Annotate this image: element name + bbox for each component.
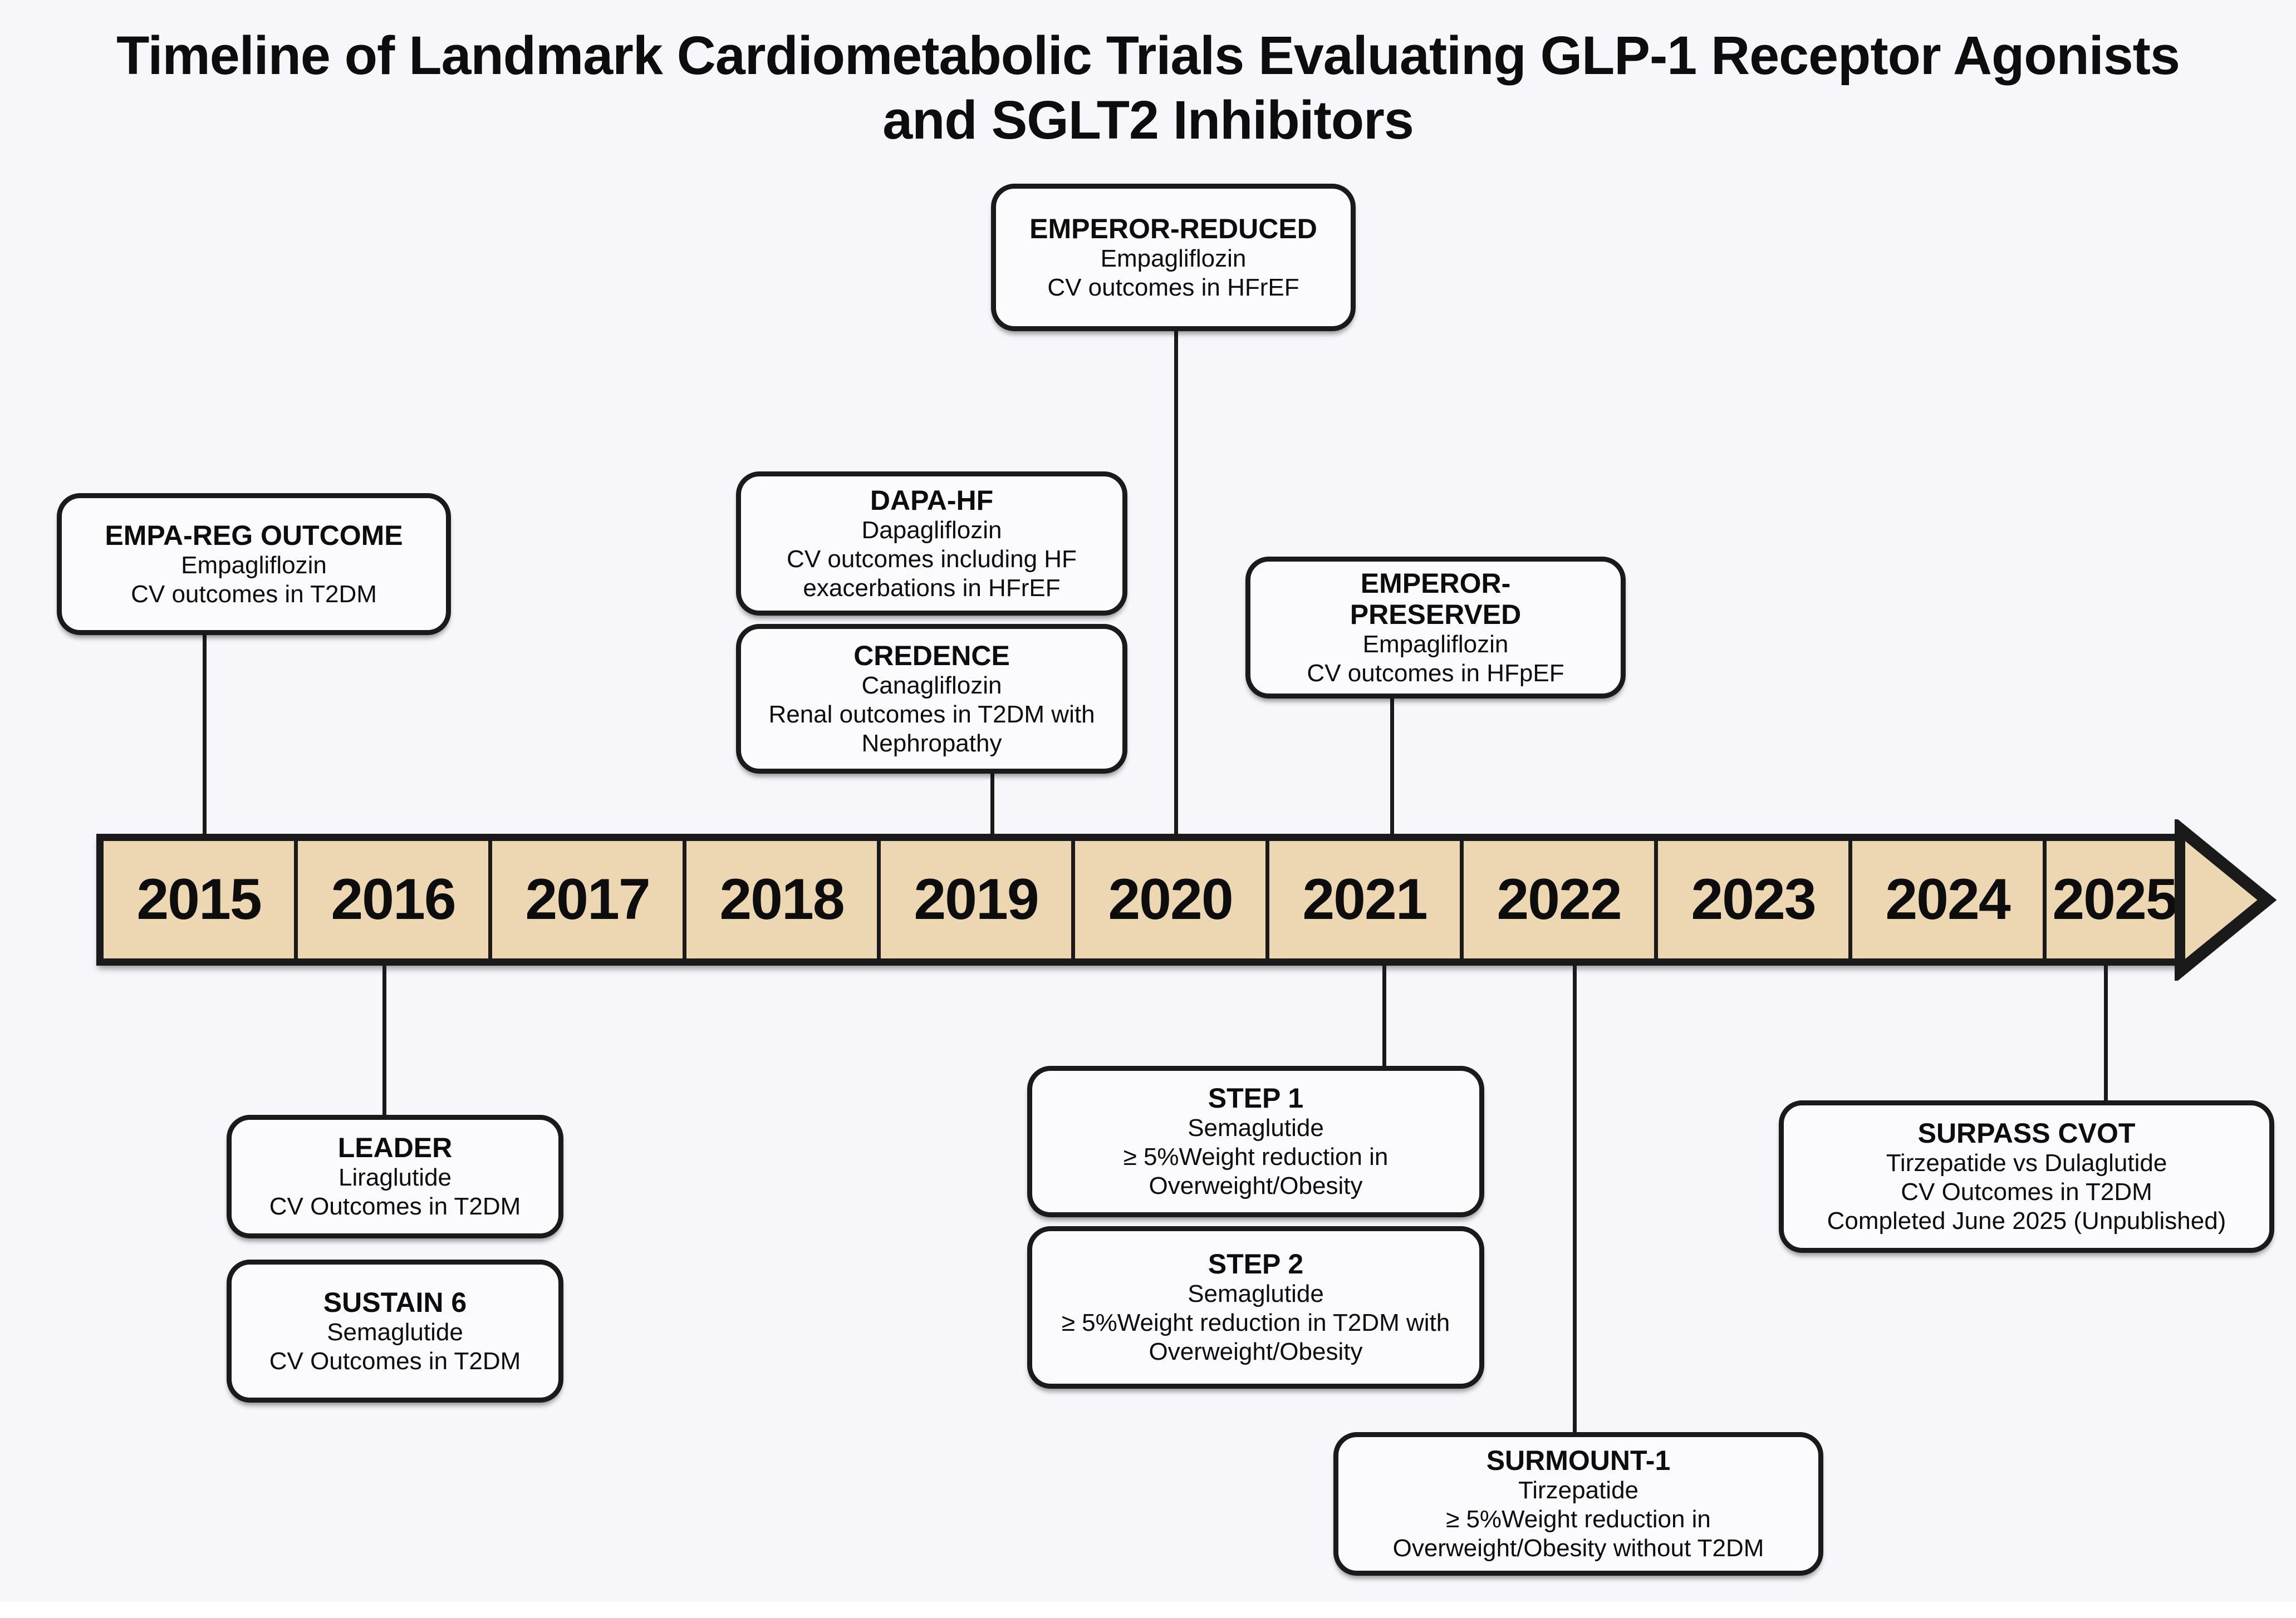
timeline-segment-2023: 2023 bbox=[1658, 841, 1848, 958]
year-label: 2017 bbox=[525, 867, 650, 932]
trial-outcome: CV outcomes in T2DM bbox=[131, 580, 377, 608]
trial-drug: Canagliflozin bbox=[861, 671, 1002, 699]
trial-box-leader: LEADER Liraglutide CV Outcomes in T2DM bbox=[227, 1115, 563, 1238]
trial-name: EMPEROR-REDUCED bbox=[1029, 213, 1317, 244]
trial-drug: Liraglutide bbox=[338, 1164, 452, 1191]
trial-outcome: CV outcomes in HFpEF bbox=[1307, 659, 1564, 687]
year-label: 2024 bbox=[1885, 867, 2010, 932]
trial-box-credence: CREDENCE Canagliflozin Renal outcomes in… bbox=[736, 624, 1127, 774]
trial-outcome: ≥ 5%Weight reduction in Overweight/Obesi… bbox=[1123, 1143, 1389, 1199]
connector-credence bbox=[990, 771, 994, 837]
page-title-line2: and SGLT2 Inhibitors bbox=[882, 90, 1414, 150]
year-label: 2019 bbox=[914, 867, 1039, 932]
trial-drug: Tirzepatide bbox=[1518, 1477, 1639, 1504]
trial-name: EMPA-REG OUTCOME bbox=[105, 519, 403, 551]
timeline-segment-2016: 2016 bbox=[298, 841, 488, 958]
year-label: 2022 bbox=[1497, 867, 1622, 932]
trial-outcome: Renal outcomes in T2DM with Nephropathy bbox=[768, 700, 1095, 757]
connector-step1 bbox=[1382, 963, 1386, 1070]
timeline-segment-2017: 2017 bbox=[492, 841, 683, 958]
connector-emperor-preserved bbox=[1390, 696, 1394, 836]
timeline-segment-2024: 2024 bbox=[1852, 841, 2043, 958]
trial-comparison: Tirzepatide vs Dulaglutide bbox=[1886, 1149, 2167, 1177]
trial-drug: Semaglutide bbox=[1188, 1114, 1324, 1142]
page-title-line1: Timeline of Landmark Cardiometabolic Tri… bbox=[116, 25, 2180, 86]
trial-outcome: CV Outcomes in T2DM bbox=[269, 1347, 521, 1375]
timeline-segment-2022: 2022 bbox=[1464, 841, 1654, 958]
trial-name: SUSTAIN 6 bbox=[323, 1286, 467, 1318]
connector-surpass bbox=[2104, 963, 2108, 1103]
trial-box-empa-reg-outcome: EMPA-REG OUTCOME Empagliflozin CV outcom… bbox=[57, 493, 451, 635]
year-label: 2016 bbox=[331, 867, 456, 932]
trial-box-step-1: STEP 1 Semaglutide ≥ 5%Weight reduction … bbox=[1027, 1066, 1484, 1217]
page-title: Timeline of Landmark Cardiometabolic Tri… bbox=[0, 23, 2296, 153]
trial-status: Completed June 2025 (Unpublished) bbox=[1827, 1207, 2226, 1235]
timeline-segment-2020: 2020 bbox=[1075, 841, 1265, 958]
trial-box-surmount-1: SURMOUNT-1 Tirzepatide ≥ 5%Weight reduct… bbox=[1333, 1432, 1823, 1576]
timeline-segment-2025: 2025 bbox=[2047, 841, 2182, 958]
trial-box-surpass-cvot: SURPASS CVOT Tirzepatide vs Dulaglutide … bbox=[1779, 1100, 2274, 1253]
connector-leader bbox=[382, 963, 386, 1118]
trial-outcome: CV outcomes including HF exacerbations i… bbox=[787, 545, 1077, 602]
connector-surmount1 bbox=[1573, 963, 1577, 1435]
bottom-white-strip bbox=[0, 1602, 2296, 1618]
trial-drug: Dapagliflozin bbox=[861, 516, 1002, 544]
year-label: 2018 bbox=[719, 867, 845, 932]
trial-box-emperor-preserved: EMPEROR-PRESERVED Empagliflozin CV outco… bbox=[1245, 557, 1626, 699]
trial-name: SURMOUNT-1 bbox=[1486, 1445, 1671, 1476]
trial-box-step-2: STEP 2 Semaglutide ≥ 5%Weight reduction … bbox=[1027, 1226, 1484, 1389]
connector-emperor-reduced bbox=[1174, 328, 1178, 836]
trial-outcome: ≥ 5%Weight reduction in T2DM with Overwe… bbox=[1061, 1309, 1450, 1365]
trial-name: SURPASS CVOT bbox=[1917, 1118, 2136, 1149]
trial-name: CREDENCE bbox=[853, 640, 1010, 671]
year-label: 2025 bbox=[2052, 867, 2177, 932]
trial-drug: Empagliflozin bbox=[1362, 630, 1509, 658]
trial-outcome: ≥ 5%Weight reduction in Overweight/Obesi… bbox=[1392, 1506, 1764, 1562]
trial-outcome: CV outcomes in HFrEF bbox=[1047, 273, 1299, 301]
trial-drug: Empagliflozin bbox=[181, 551, 327, 579]
timeline-segment-2018: 2018 bbox=[686, 841, 877, 958]
trial-box-dapa-hf: DAPA-HF Dapagliflozin CV outcomes includ… bbox=[736, 471, 1127, 616]
trial-name: DAPA-HF bbox=[870, 484, 994, 516]
trial-drug: Empagliflozin bbox=[1100, 244, 1247, 272]
timeline-segment-2015: 2015 bbox=[104, 841, 294, 958]
trial-name: STEP 2 bbox=[1208, 1248, 1304, 1280]
trial-name: STEP 1 bbox=[1208, 1083, 1304, 1114]
year-label: 2023 bbox=[1691, 867, 1816, 932]
trial-name: LEADER bbox=[337, 1132, 453, 1163]
trial-outcome: CV Outcomes in T2DM bbox=[1901, 1178, 2152, 1206]
trial-outcome: CV Outcomes in T2DM bbox=[269, 1193, 521, 1220]
trial-box-sustain-6: SUSTAIN 6 Semaglutide CV Outcomes in T2D… bbox=[227, 1260, 563, 1403]
trial-name: EMPEROR-PRESERVED bbox=[1350, 567, 1522, 630]
year-label: 2020 bbox=[1108, 867, 1233, 932]
trial-drug: Semaglutide bbox=[1188, 1280, 1324, 1307]
timeline-bar: 2015 2016 2017 2018 2019 2020 2021 2022 … bbox=[96, 834, 2182, 966]
year-label: 2015 bbox=[136, 867, 262, 932]
trial-drug: Semaglutide bbox=[327, 1318, 463, 1346]
timeline-arrowhead-icon bbox=[2175, 819, 2277, 981]
year-label: 2021 bbox=[1302, 867, 1427, 932]
connector-empa-reg bbox=[203, 635, 207, 835]
trial-box-emperor-reduced: EMPEROR-REDUCED Empagliflozin CV outcome… bbox=[991, 184, 1356, 331]
timeline-segment-2019: 2019 bbox=[881, 841, 1071, 958]
timeline-segment-2021: 2021 bbox=[1269, 841, 1460, 958]
